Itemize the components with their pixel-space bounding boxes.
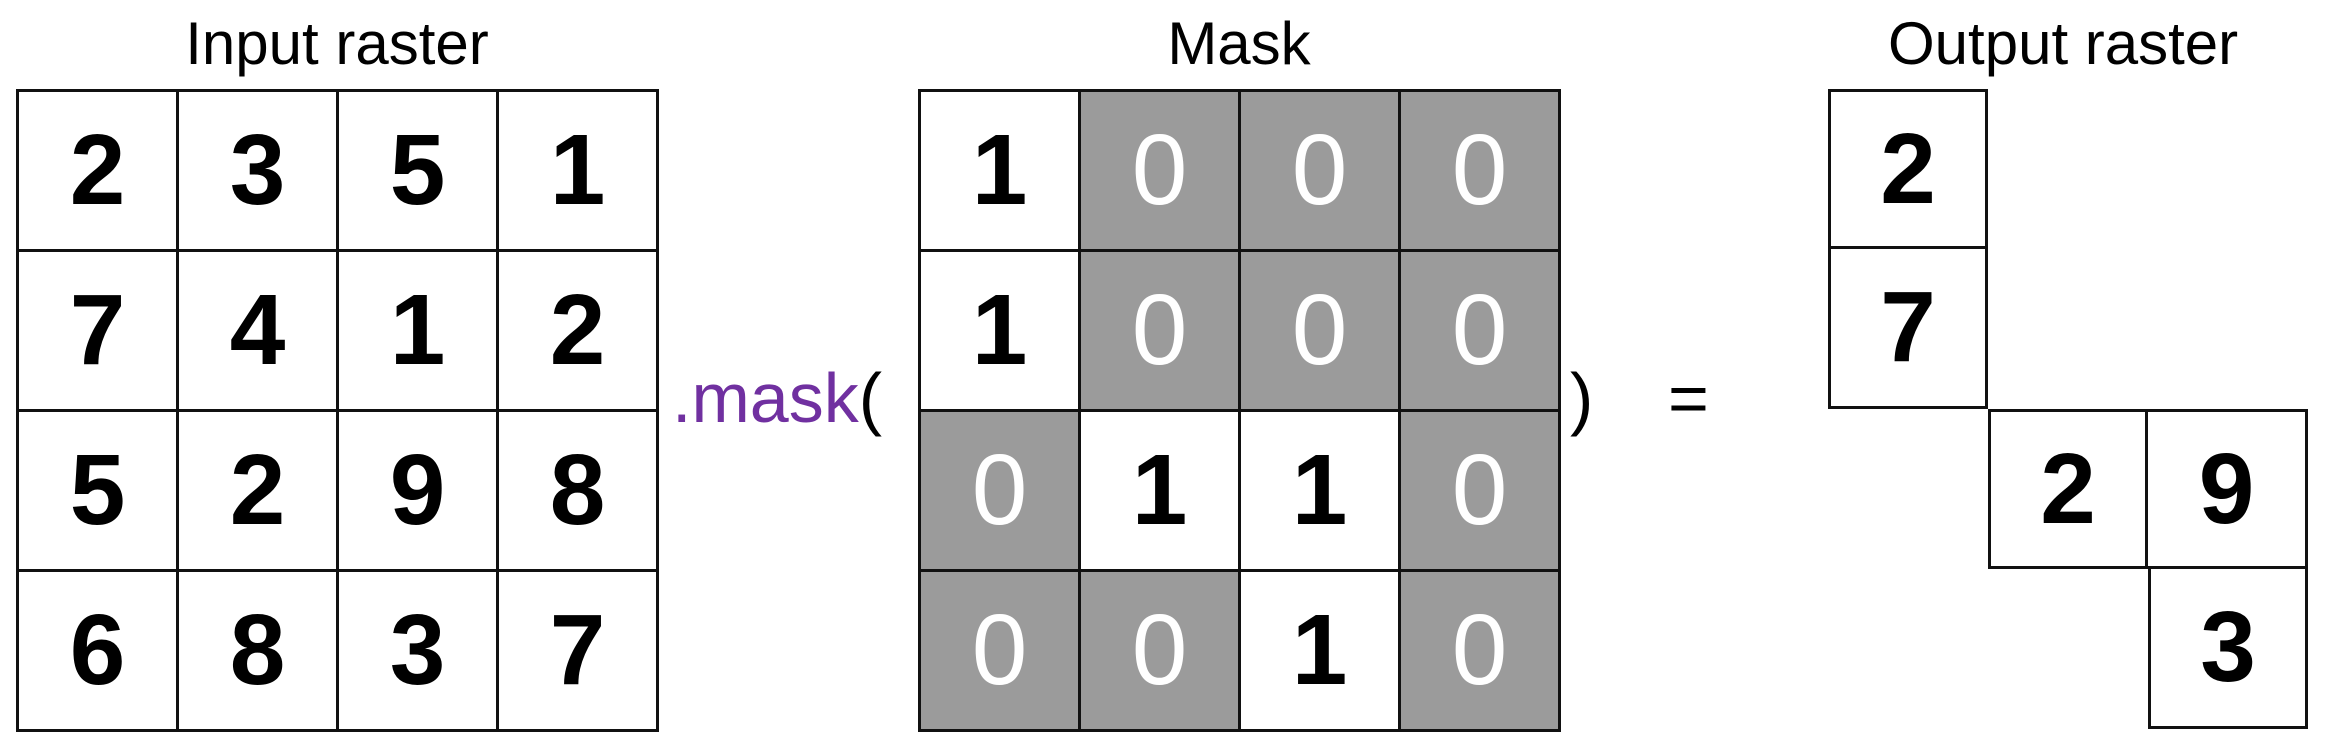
mask-cell-masked: 0 (921, 572, 1081, 732)
input-cell: 5 (19, 412, 179, 572)
input-cell: 8 (499, 412, 659, 572)
mask-method-name: .mask (672, 359, 859, 437)
mask-cell-masked: 0 (1401, 572, 1561, 732)
input-cell: 2 (499, 252, 659, 412)
output-cell: 2 (1828, 89, 1988, 249)
mask-cell-masked: 0 (1081, 92, 1241, 252)
mask-cell-masked: 0 (1081, 572, 1241, 732)
output-raster-title: Output raster (1888, 10, 2239, 77)
output-cell: 3 (2148, 569, 2308, 729)
mask-cell-kept: 1 (1241, 572, 1401, 732)
output-cell: 9 (2148, 409, 2308, 569)
mask-cell-kept: 1 (921, 252, 1081, 412)
mask-method-call: .mask( (672, 358, 882, 438)
input-cell: 7 (499, 572, 659, 732)
input-cell: 1 (499, 92, 659, 252)
close-paren: ) (1570, 359, 1594, 437)
mask-cell-masked: 0 (1401, 412, 1561, 572)
mask-cell-masked: 0 (1401, 92, 1561, 252)
input-cell: 3 (339, 572, 499, 732)
mask-cell-kept: 1 (1241, 412, 1401, 572)
mask-cell-masked: 0 (921, 412, 1081, 572)
input-raster-title: Input raster (185, 10, 489, 77)
equals-sign: = (1668, 359, 1709, 437)
input-cell: 8 (179, 572, 339, 732)
input-cell: 5 (339, 92, 499, 252)
output-cell: 7 (1828, 249, 1988, 409)
input-cell: 9 (339, 412, 499, 572)
open-paren: ( (858, 359, 883, 437)
output-cell: 2 (1988, 409, 2148, 569)
mask-cell-kept: 1 (921, 92, 1081, 252)
mask-cell-masked: 0 (1241, 92, 1401, 252)
mask-cell-masked: 0 (1401, 252, 1561, 412)
input-cell: 7 (19, 252, 179, 412)
input-cell: 4 (179, 252, 339, 412)
input-cell: 2 (179, 412, 339, 572)
mask-cell-masked: 0 (1081, 252, 1241, 412)
input-cell: 3 (179, 92, 339, 252)
mask-cell-masked: 0 (1241, 252, 1401, 412)
mask-cell-kept: 1 (1081, 412, 1241, 572)
input-cell: 2 (19, 92, 179, 252)
input-cell: 6 (19, 572, 179, 732)
input-cell: 1 (339, 252, 499, 412)
mask-title: Mask (1167, 10, 1311, 77)
